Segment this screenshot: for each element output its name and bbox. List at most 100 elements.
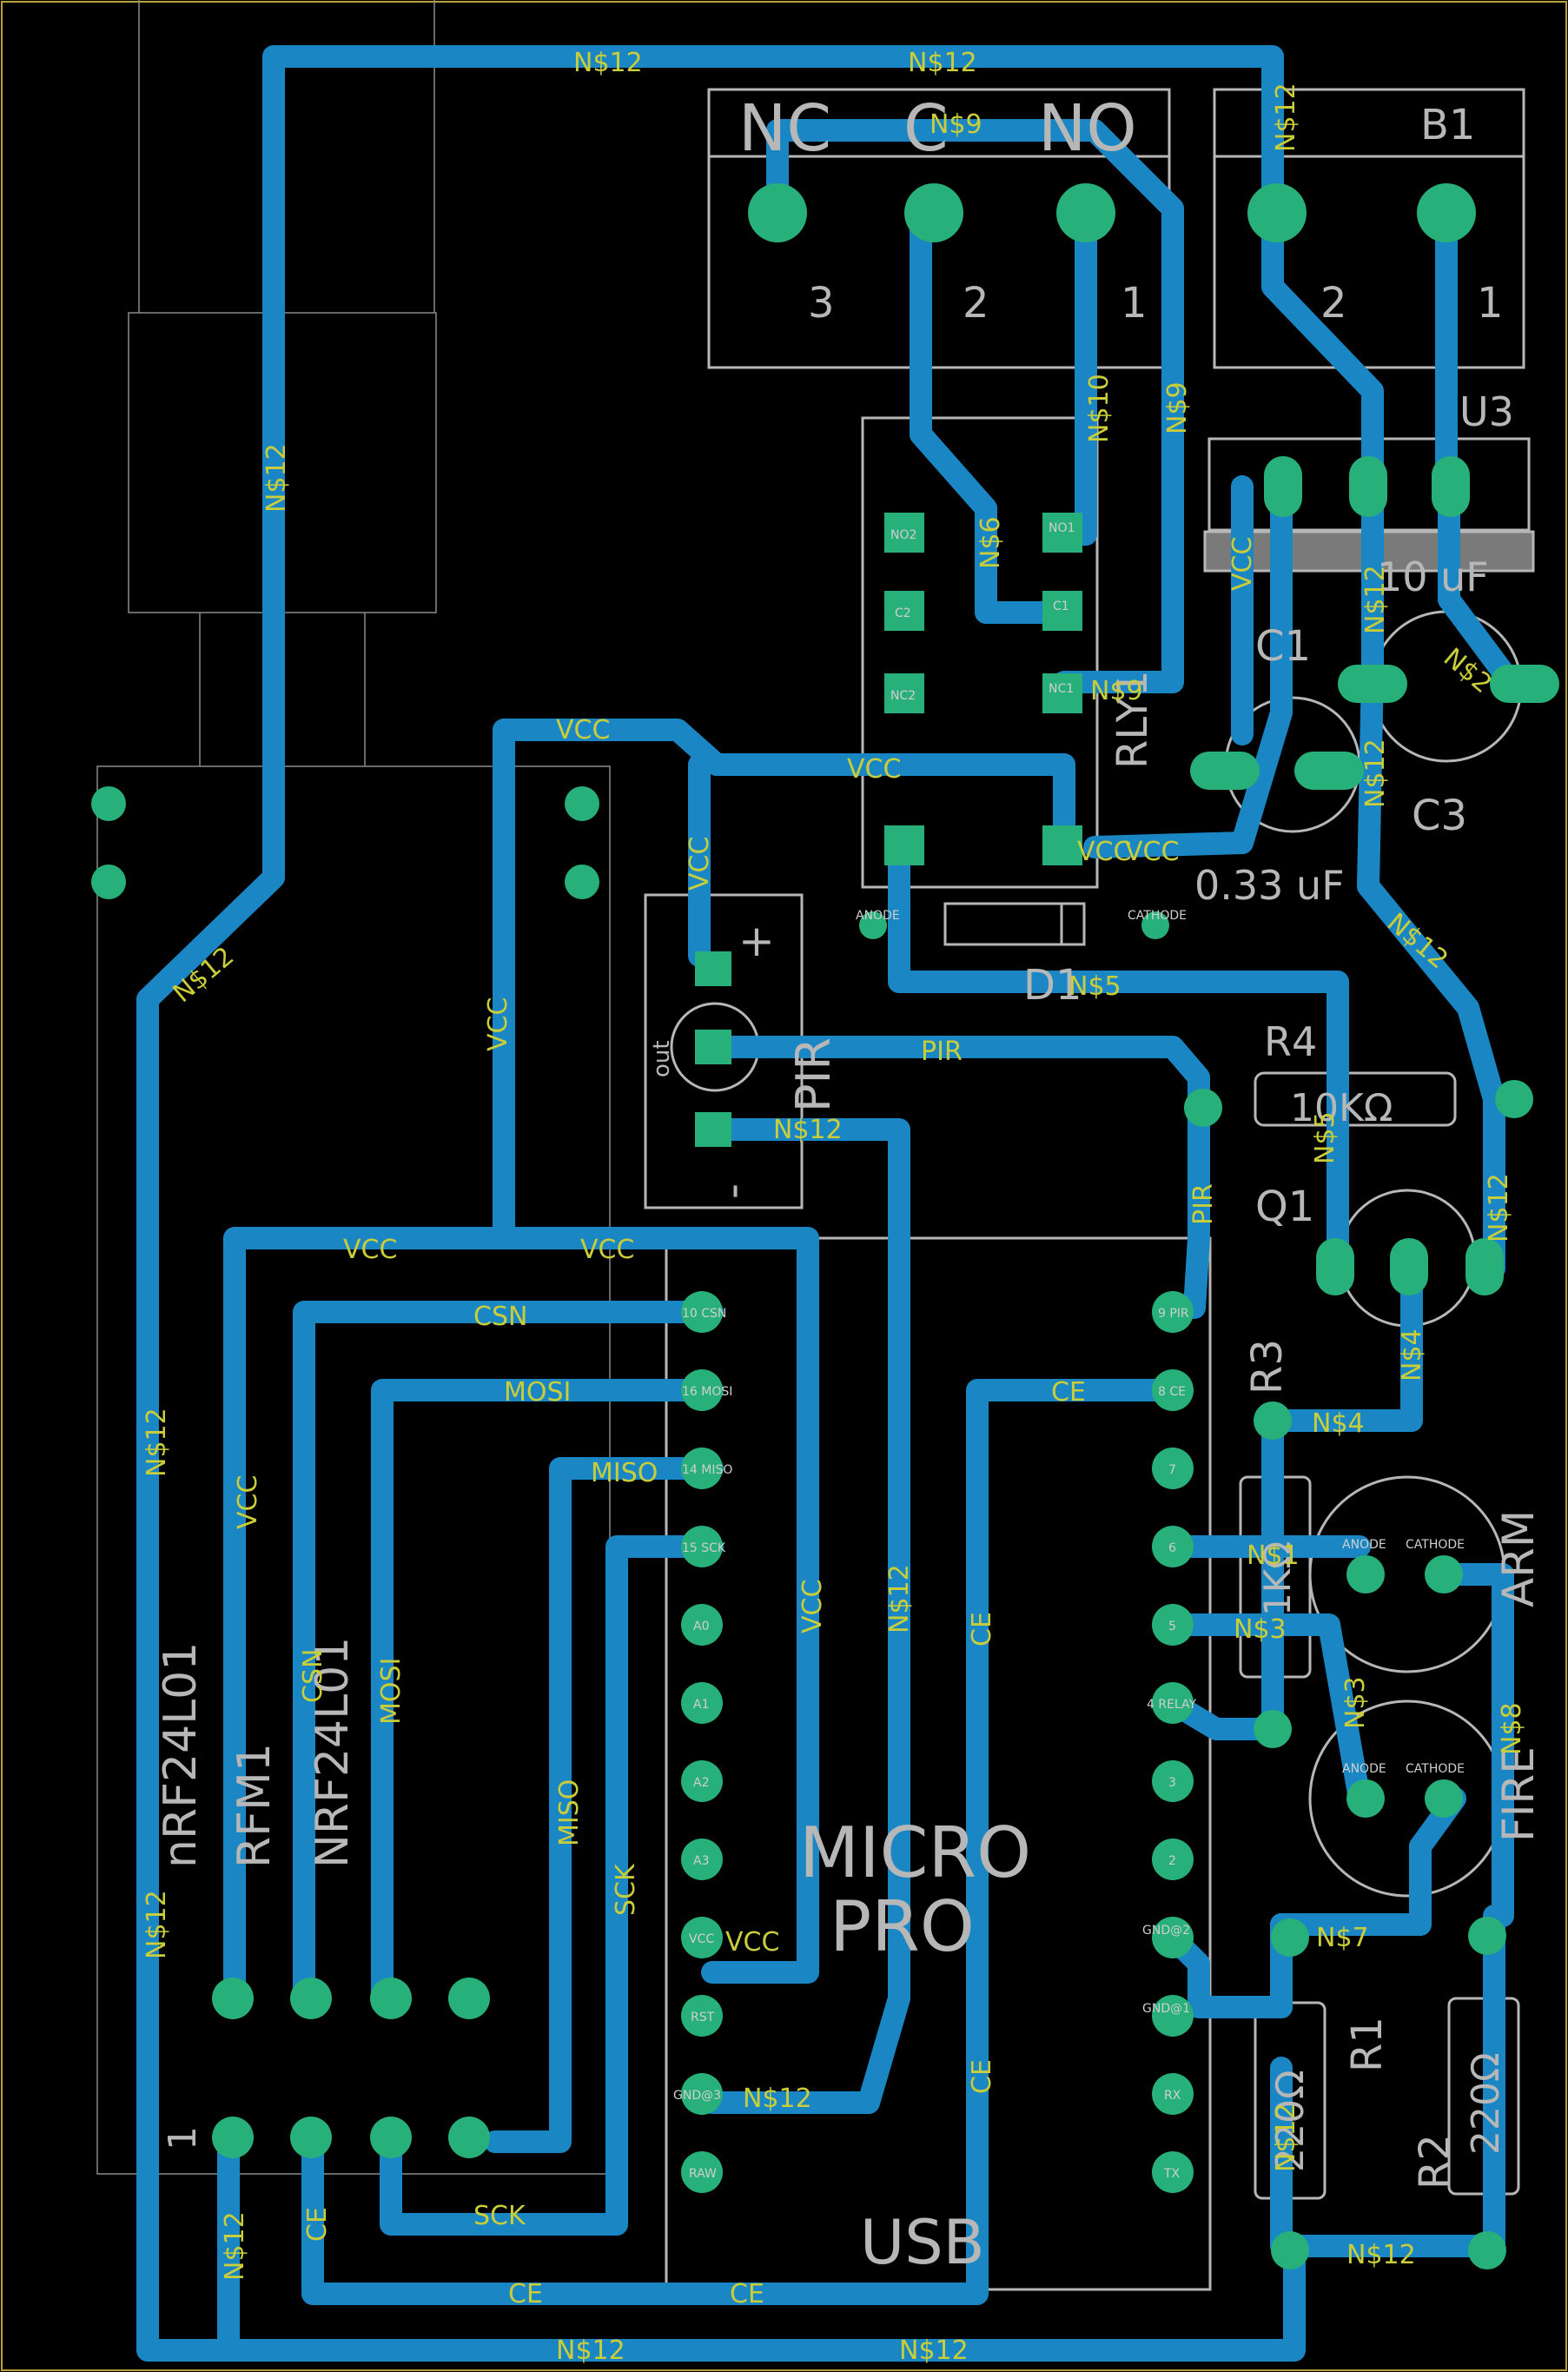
net-label: N$12 [773, 1115, 843, 1145]
net-label: N$3 [1234, 1614, 1287, 1645]
net-label: PIR [921, 1037, 963, 1067]
net-label: N$10 [1084, 374, 1115, 443]
mcu-pin-label-left: VCC [689, 1932, 714, 1946]
relay-term-3: 3 [808, 279, 835, 328]
net-label: N$12 [142, 1408, 172, 1477]
relay-pin-label: NC2 [890, 689, 916, 703]
net-label: N$12 [899, 2336, 969, 2366]
net-label: MISO [554, 1779, 585, 1846]
c1-name: C1 [1255, 622, 1311, 671]
net-label: CE [302, 2207, 333, 2242]
net-label: CE [730, 2279, 764, 2309]
header-pad [1152, 1917, 1194, 1958]
header-pad [1152, 1839, 1194, 1880]
relay-outline [861, 416, 1099, 889]
led-anode-label: ANODE [1342, 1538, 1386, 1552]
r4-outline [1254, 1071, 1457, 1127]
net-label: N$12 [1271, 83, 1301, 152]
mcu-pin-label-right: GND@1 [1142, 2002, 1190, 2016]
header-pad [1152, 1448, 1194, 1489]
net-label: N$7 [1316, 1923, 1369, 1953]
net-label: VCC [556, 715, 610, 745]
mcu-pin-label-right: GND@2 [1142, 1924, 1190, 1938]
relay-term-1: 1 [1121, 279, 1148, 328]
net-label: N$12 [884, 1564, 915, 1633]
mcu-pin-label-right: 3 [1168, 1776, 1176, 1790]
relay-pin-label: NO2 [890, 528, 916, 542]
mcu-pin-label-right: 4 RELAY [1147, 1698, 1197, 1712]
relay-term-no: NO [1038, 91, 1137, 166]
net-label: VCC [483, 997, 513, 1051]
net-label: N$9 [1162, 381, 1193, 434]
d1-outline [943, 902, 1086, 946]
micro-pro-usb: USB [860, 2207, 985, 2278]
net-label: MOSI [504, 1377, 571, 1408]
traces [136, 45, 1518, 2362]
relay-pin-label: NC1 [1049, 682, 1074, 696]
c3-value: 10 uF [1377, 553, 1489, 600]
net-label: N$12 [1360, 565, 1391, 634]
net-label: N$9 [1090, 676, 1143, 706]
led-cathode-label: CATHODE [1406, 1762, 1465, 1776]
pir-plus: + [738, 916, 775, 966]
mcu-pin-label-right: 2 [1168, 1854, 1176, 1868]
net-label: CE [1051, 1377, 1086, 1408]
nrf-pin-1: 1 [161, 2126, 205, 2150]
diode-cathode-label: CATHODE [1128, 909, 1187, 923]
net-label: N$5 [1310, 1111, 1340, 1164]
relay-term-2: 2 [963, 279, 989, 328]
mcu-pin-label-left: RST [691, 2011, 715, 2024]
net-label: VCC [233, 1475, 263, 1529]
net-label: VCC [580, 1235, 634, 1265]
mcu-pin-label-right: TX [1163, 2167, 1181, 2181]
net-label: PIR [1188, 1183, 1219, 1225]
relay-pin-label: NO1 [1049, 521, 1075, 535]
mcu-pin-label-left: RAW [689, 2167, 717, 2181]
r4-name: R4 [1264, 1018, 1317, 1065]
r2-name: R2 [1411, 2134, 1459, 2190]
mcu-pin-label-left: 14 MISO [682, 1463, 732, 1477]
net-label: VCC [725, 1927, 779, 1958]
header-pad [681, 1448, 723, 1489]
net-label: SCK [473, 2201, 526, 2231]
b1-terminal-outline [1213, 88, 1525, 369]
header-pad [681, 1369, 723, 1411]
net-label: SCK [611, 1863, 641, 1916]
c1-value: 0.33 uF [1194, 862, 1345, 909]
d1-name: D1 [1023, 961, 1082, 1010]
header-pad [1152, 1995, 1194, 2037]
net-label: N$4 [1312, 1408, 1365, 1439]
pir-minus: - [707, 1183, 758, 1199]
net-label: VCC [1125, 837, 1179, 867]
header-pad [1152, 1526, 1194, 1567]
mcu-pin-label-left: GND@3 [673, 2089, 721, 2103]
micro-pro-line2: PRO [830, 1886, 975, 1967]
c3-name: C3 [1412, 792, 1467, 840]
r3-name: R3 [1243, 1339, 1292, 1395]
header-pad [681, 1682, 723, 1724]
relay-pin-label: C1 [1053, 600, 1069, 613]
led-anode-label: ANODE [1342, 1762, 1386, 1776]
relay-term-nc: NC [738, 91, 831, 166]
r2-value: 220Ω [1464, 2052, 1508, 2155]
r3-value: 1KΩ [1256, 1541, 1299, 1616]
mcu-pin-label-right: 9 PIR [1158, 1307, 1189, 1321]
header-pad [681, 1604, 723, 1646]
net-label: N$12 [556, 2336, 625, 2366]
header-pad [681, 1526, 723, 1567]
net-label: N$3 [1340, 1676, 1371, 1729]
relay-name: RLY1 [1108, 670, 1157, 769]
led-cathode-label: CATHODE [1406, 1538, 1465, 1552]
pads [91, 183, 1559, 2269]
net-label: CE [967, 1612, 997, 1646]
mcu-pin-label-right: 5 [1168, 1620, 1176, 1633]
r4-value: 10KΩ [1290, 1086, 1393, 1130]
net-label: N$12 [1271, 2103, 1301, 2172]
b1-pin-2: 2 [1320, 279, 1347, 328]
diode-anode-label: ANODE [856, 909, 900, 923]
r1-value: 220Ω [1268, 2070, 1313, 2172]
fire-led-name: FIRE [1493, 1746, 1544, 1842]
q1-name: Q1 [1255, 1183, 1314, 1231]
net-label: N$5 [1068, 971, 1121, 1002]
net-label: N$12 [908, 48, 977, 78]
